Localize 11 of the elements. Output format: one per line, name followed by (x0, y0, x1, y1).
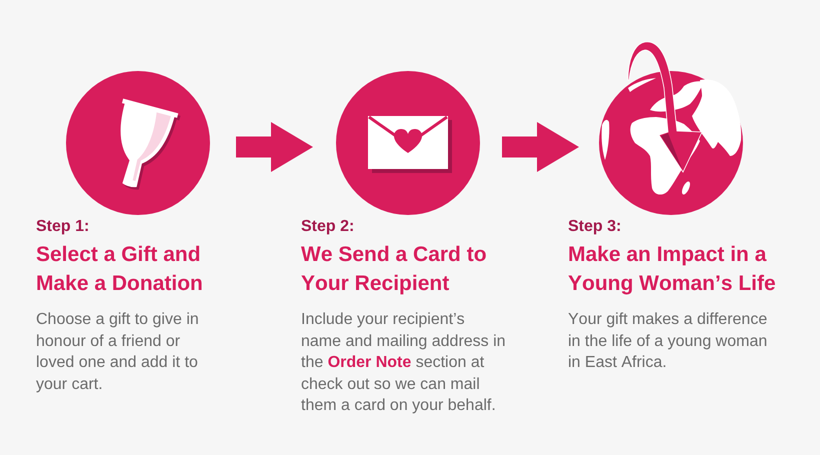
step-title: Make an Impact in a Young Woman’s Life (568, 242, 777, 297)
step-description: Choose a gift to give in honour of a friend or loved one and add it to your cart. (36, 310, 200, 394)
step-label: Step 3: (568, 216, 622, 236)
step-label: Step 1: (36, 216, 90, 236)
step-title: We Send a Card to Your Recipient (301, 242, 488, 297)
arrow (502, 122, 579, 172)
arrow (236, 122, 313, 172)
step-description: Your gift makes a difference in the life of a young woman in East Africa. (568, 310, 768, 373)
step-description: Include your recipient’s name and mailing address in the Order Note section at check out so we can mail them a card on your behalf. (301, 310, 507, 416)
step-label: Step 2: (301, 216, 356, 236)
step-title: Select a Gift and Make a Donation (36, 242, 204, 297)
